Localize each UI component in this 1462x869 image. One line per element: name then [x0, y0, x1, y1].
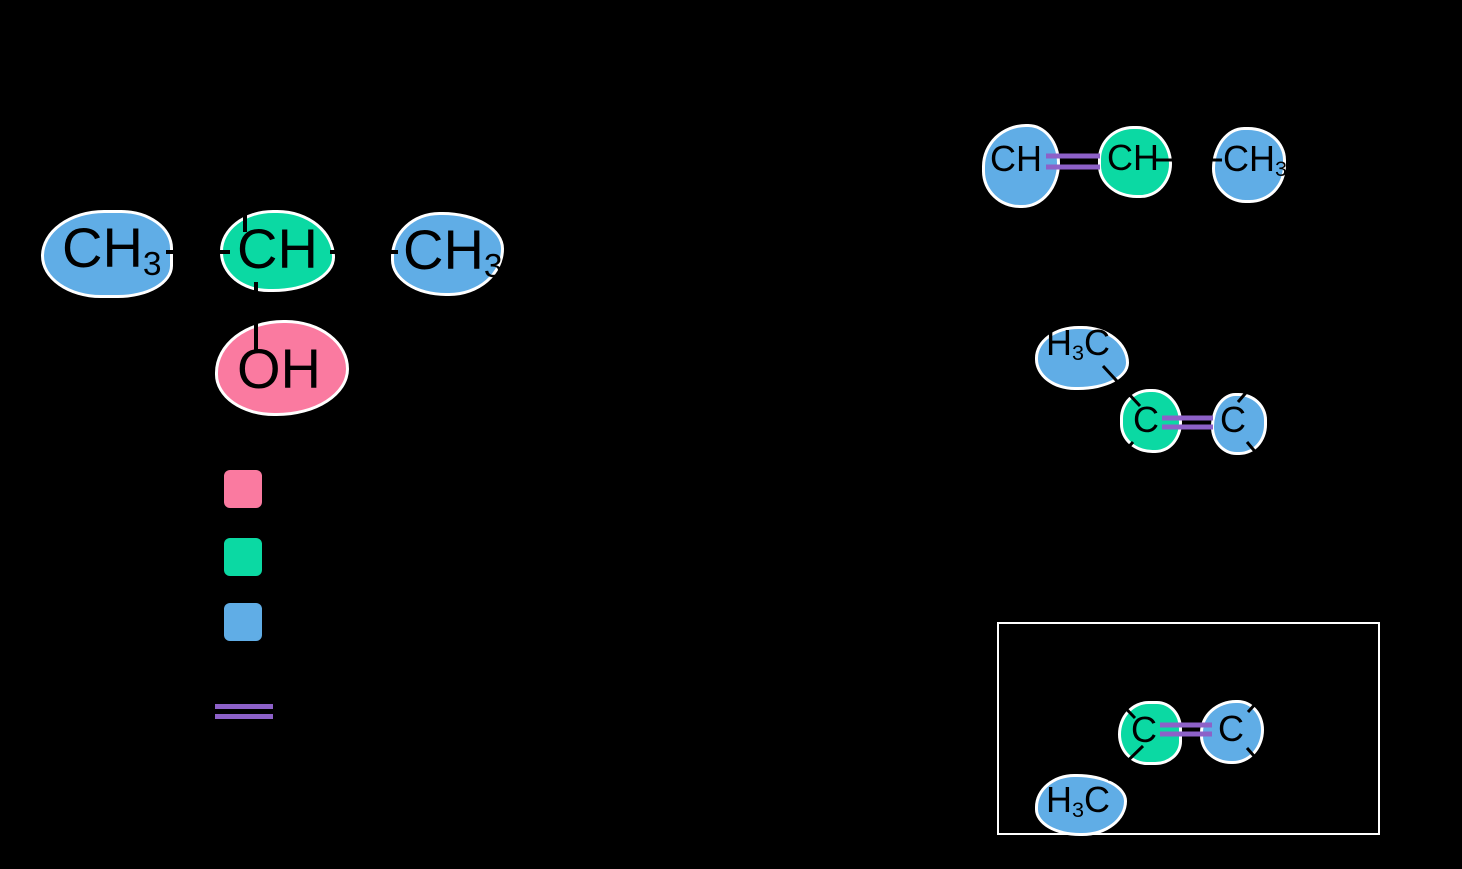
- legend-double-bond-line-top: [215, 704, 273, 709]
- label-alkene-ch-right-text: CH: [1107, 137, 1159, 178]
- label-methyl-right-text: CH: [403, 218, 484, 281]
- label-cis-methyl: H3C: [1046, 782, 1110, 821]
- highlight-blob-trans-c-left: [1120, 389, 1182, 453]
- label-alkene-methyl-sub: 3: [1275, 156, 1288, 182]
- label-cis-methyl-c: C: [1084, 779, 1111, 820]
- label-trans-methyl-sub: 3: [1072, 340, 1085, 366]
- bond-trans-methyl-c: [1101, 364, 1142, 408]
- label-cis-methyl-sub: 3: [1072, 797, 1085, 823]
- label-alkene-methyl-text: CH: [1223, 138, 1275, 179]
- label-trans-methyl-h: H: [1046, 322, 1072, 363]
- highlight-blob-alkene-ch-right: [1098, 126, 1172, 198]
- label-alkene-methyl: CH3: [1223, 141, 1287, 180]
- label-methyl-left-text: CH: [62, 216, 143, 279]
- legend-swatch-pink: [224, 470, 262, 508]
- highlight-blob-alkene-methyl: [1212, 127, 1286, 203]
- label-hydroxyl-text: OH: [237, 337, 321, 400]
- highlight-blob-hydroxyl: [215, 320, 349, 416]
- label-hydroxyl: OH: [237, 341, 321, 397]
- label-central-ch: CH: [237, 221, 318, 283]
- label-trans-methyl: H3C: [1046, 325, 1110, 364]
- legend-swatch-blue: [224, 603, 262, 641]
- highlight-blob-cis-methyl: [1035, 774, 1127, 836]
- highlight-blob-trans-c-right: [1211, 393, 1267, 455]
- label-methyl-left-sub: 3: [142, 246, 162, 284]
- label-central-ch-text: CH: [237, 217, 318, 280]
- label-trans-methyl-c: C: [1084, 322, 1111, 363]
- bond-cis-c-right-up: [1246, 690, 1268, 714]
- label-methyl-right: CH3: [403, 222, 503, 284]
- label-cis-c-right: C: [1218, 711, 1244, 747]
- label-methyl-left: CH3: [62, 220, 162, 282]
- label-cis-c-left: C: [1131, 712, 1157, 748]
- label-alkene-ch-left-text: CH: [990, 138, 1042, 179]
- bond-cis-c-left-methyl: [1106, 744, 1145, 782]
- legend-double-bond-line-bottom: [215, 714, 273, 719]
- label-trans-c-left-text: C: [1133, 399, 1159, 440]
- isomer-box-outline: [997, 622, 1380, 835]
- label-methyl-right-sub: 3: [483, 248, 503, 286]
- highlight-blob-methyl-left: [41, 210, 173, 298]
- label-cis-methyl-h: H: [1046, 779, 1072, 820]
- bond-cis-c-left-up: [1108, 690, 1137, 720]
- bond-trans-c-left-down: [1104, 441, 1135, 474]
- legend-swatch-green: [224, 538, 262, 576]
- label-cis-c-left-text: C: [1131, 709, 1157, 750]
- bond-trans-c-right-up: [1236, 380, 1258, 403]
- label-trans-c-left: C: [1133, 402, 1159, 438]
- highlight-blob-methyl-right: [391, 212, 504, 296]
- label-cis-c-right-text: C: [1218, 708, 1244, 749]
- label-trans-c-right: C: [1220, 402, 1246, 438]
- label-alkene-ch-right: CH: [1107, 140, 1159, 176]
- label-trans-c-right-text: C: [1220, 399, 1246, 440]
- bond-cis-c-right-down: [1245, 747, 1270, 773]
- label-alkene-ch-left: CH: [990, 141, 1042, 177]
- bond-trans-c-right-down: [1245, 441, 1270, 468]
